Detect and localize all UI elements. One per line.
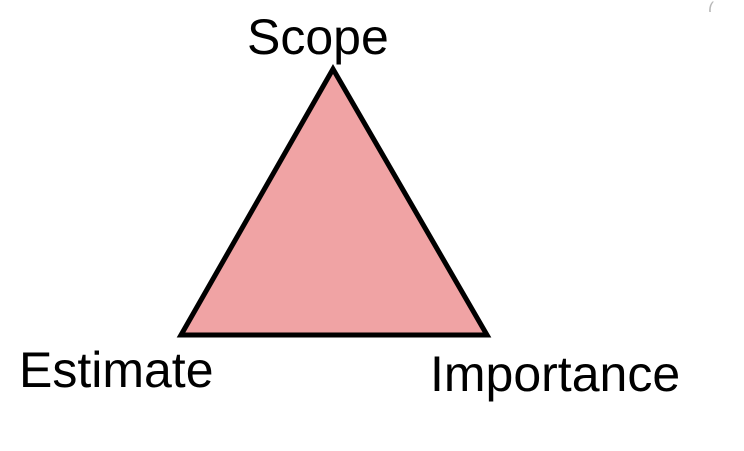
scope-label: Scope: [247, 9, 389, 65]
importance-label: Importance: [430, 346, 681, 402]
estimate-label: Estimate: [19, 342, 214, 398]
triangle-shape: [176, 63, 492, 338]
corner-text: (…: [708, 0, 732, 12]
